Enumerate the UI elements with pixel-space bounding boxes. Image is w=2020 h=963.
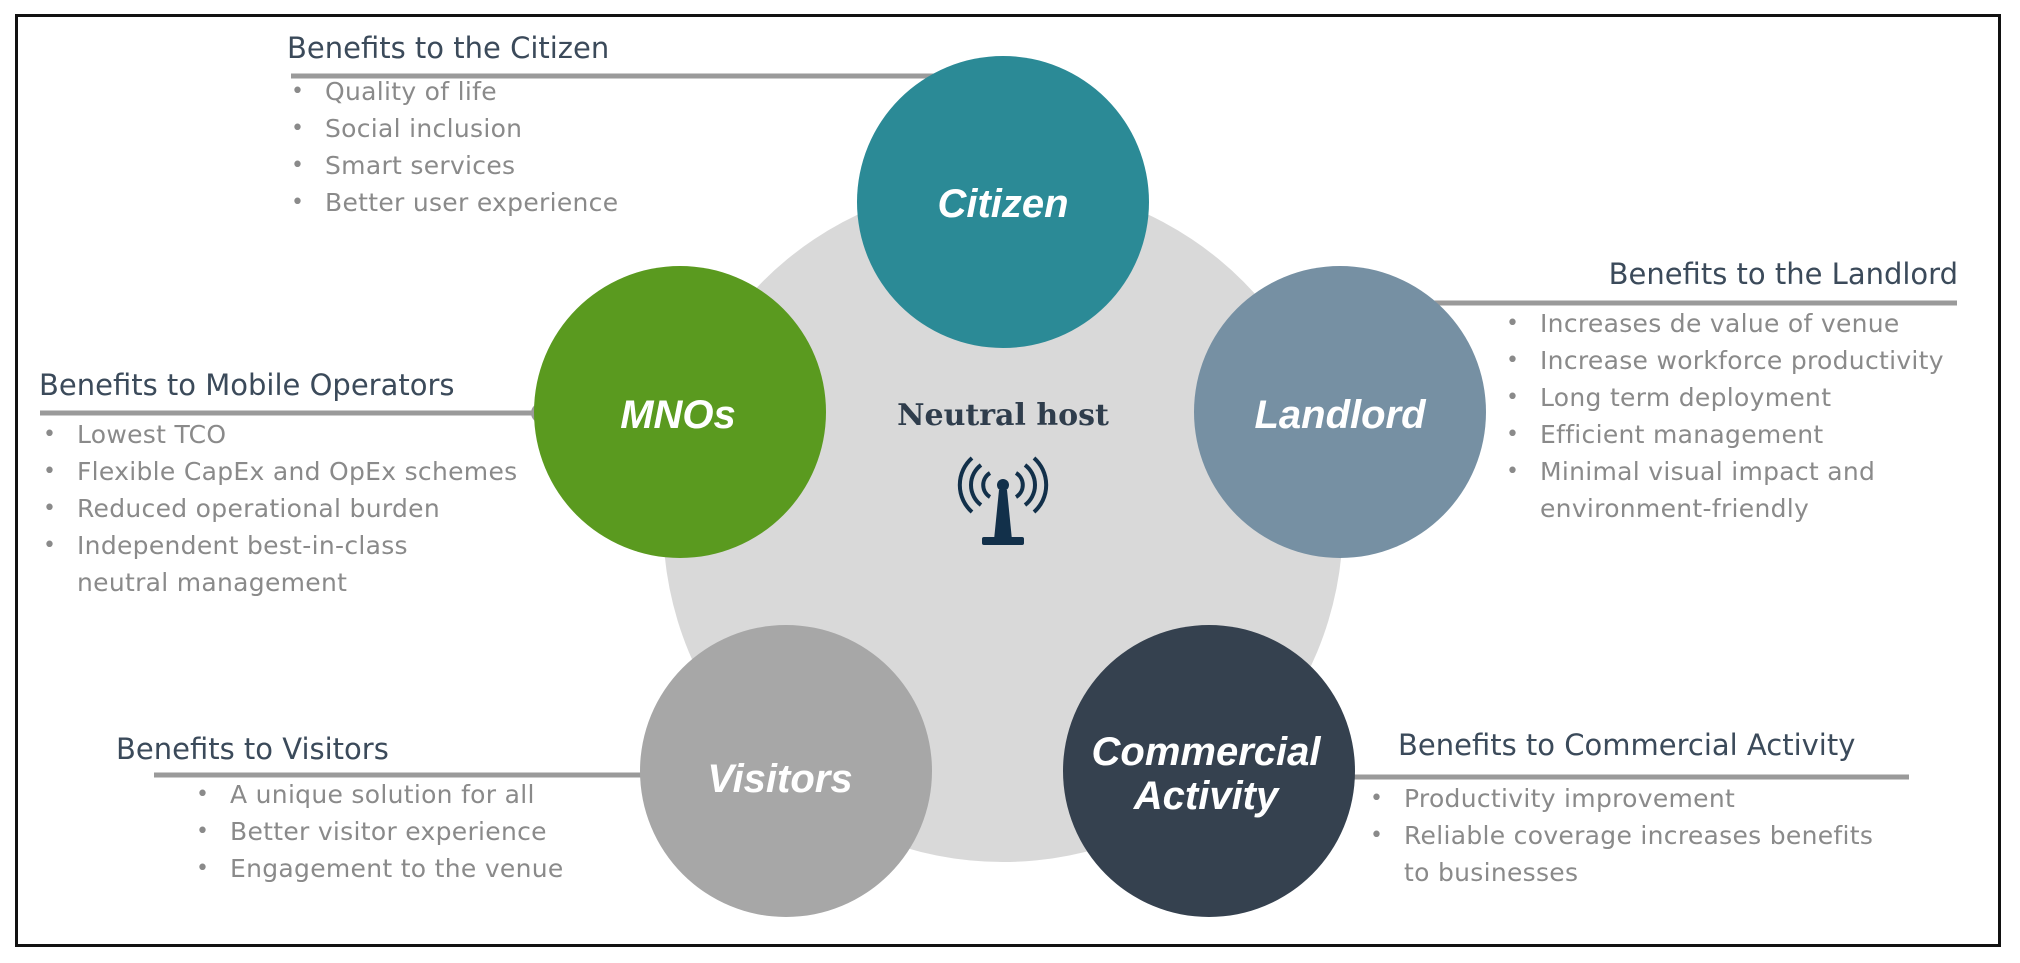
- list-item: •Smart services: [287, 147, 707, 184]
- node-citizen-label: Citizen: [937, 182, 1068, 226]
- bullet-icon: •: [291, 189, 305, 215]
- benefits-mnos: Benefits to Mobile Operators •Lowest TCO…: [39, 368, 539, 601]
- bullet-icon: •: [1370, 822, 1384, 848]
- benefits-citizen-list: •Quality of life •Social inclusion •Smar…: [287, 73, 707, 221]
- hub-label: Neutral host: [897, 398, 1109, 433]
- bullet-icon: •: [291, 115, 305, 141]
- benefits-commercial-list: •Productivity improvement •Reliable cove…: [1366, 780, 1918, 891]
- benefits-citizen: Benefits to the Citizen •Quality of life…: [287, 31, 707, 221]
- node-mnos-label: MNOs: [620, 393, 736, 437]
- bullet-icon: •: [43, 532, 57, 558]
- list-item: •Quality of life: [287, 73, 707, 110]
- bullet-icon: •: [43, 421, 57, 447]
- node-visitors: Visitors: [640, 625, 932, 917]
- node-commercial-circle: [1063, 625, 1355, 917]
- bullet-icon: •: [291, 78, 305, 104]
- benefits-mnos-title: Benefits to Mobile Operators: [39, 368, 455, 402]
- bullet-icon: •: [43, 495, 57, 521]
- list-item: •Increases de value of venue: [1502, 305, 1962, 342]
- list-item: •Better user experience: [287, 184, 707, 221]
- node-landlord-label: Landlord: [1254, 393, 1427, 437]
- list-item: •Lowest TCO: [39, 416, 539, 453]
- benefits-commercial-title: Benefits to Commercial Activity: [1398, 728, 1856, 762]
- list-item: •Social inclusion: [287, 110, 707, 147]
- list-item: •Engagement to the venue: [192, 850, 576, 887]
- benefits-mnos-list: •Lowest TCO •Flexible CapEx and OpEx sch…: [39, 416, 539, 601]
- node-landlord-circle: [1194, 266, 1486, 558]
- bullet-icon: •: [196, 781, 210, 807]
- list-item: •Long term deployment: [1502, 379, 1962, 416]
- list-item: •Better visitor experience: [192, 813, 576, 850]
- benefits-landlord: Benefits to the Landlord •Increases de v…: [1502, 257, 1962, 527]
- node-mnos: MNOs: [534, 266, 826, 558]
- list-item: •Reliable coverage increases benefits to…: [1366, 817, 1904, 891]
- list-item: •Increase workforce productivity: [1502, 342, 1962, 379]
- list-item: •Efficient management: [1502, 416, 1962, 453]
- list-item: •Flexible CapEx and OpEx schemes: [39, 453, 539, 490]
- node-mnos-circle: [534, 266, 826, 558]
- bullet-icon: •: [43, 458, 57, 484]
- list-item: •A unique solution for all: [192, 776, 576, 813]
- benefits-visitors-title: Benefits to Visitors: [116, 732, 389, 766]
- bullet-icon: •: [1506, 384, 1520, 410]
- list-item: •Minimal visual impact and environment-f…: [1502, 453, 1910, 527]
- node-visitors-label: Visitors: [707, 757, 852, 801]
- list-item: •Productivity improvement: [1366, 780, 1918, 817]
- node-visitors-circle: [640, 625, 932, 917]
- bullet-icon: •: [291, 152, 305, 178]
- list-item: •Reduced operational burden: [39, 490, 539, 527]
- bullet-icon: •: [196, 818, 210, 844]
- node-citizen-circle: [857, 56, 1149, 348]
- node-citizen: Citizen: [857, 56, 1149, 348]
- benefits-landlord-list: •Increases de value of venue •Increase w…: [1502, 305, 1962, 527]
- benefits-visitors-list: •A unique solution for all •Better visit…: [192, 776, 576, 887]
- bullet-icon: •: [1506, 458, 1520, 484]
- benefits-landlord-title: Benefits to the Landlord: [1608, 257, 1958, 291]
- bullet-icon: •: [1506, 347, 1520, 373]
- benefits-citizen-title: Benefits to the Citizen: [287, 31, 610, 65]
- bullet-icon: •: [1506, 310, 1520, 336]
- node-landlord: Landlord: [1194, 266, 1486, 558]
- benefits-visitors: Benefits to Visitors •A unique solution …: [116, 732, 576, 887]
- bullet-icon: •: [1370, 785, 1384, 811]
- bullet-icon: •: [1506, 421, 1520, 447]
- benefits-commercial: Benefits to Commercial Activity •Product…: [1370, 728, 1918, 891]
- bullet-icon: •: [196, 855, 210, 881]
- list-item: •Independent best-in-class neutral manag…: [39, 527, 497, 601]
